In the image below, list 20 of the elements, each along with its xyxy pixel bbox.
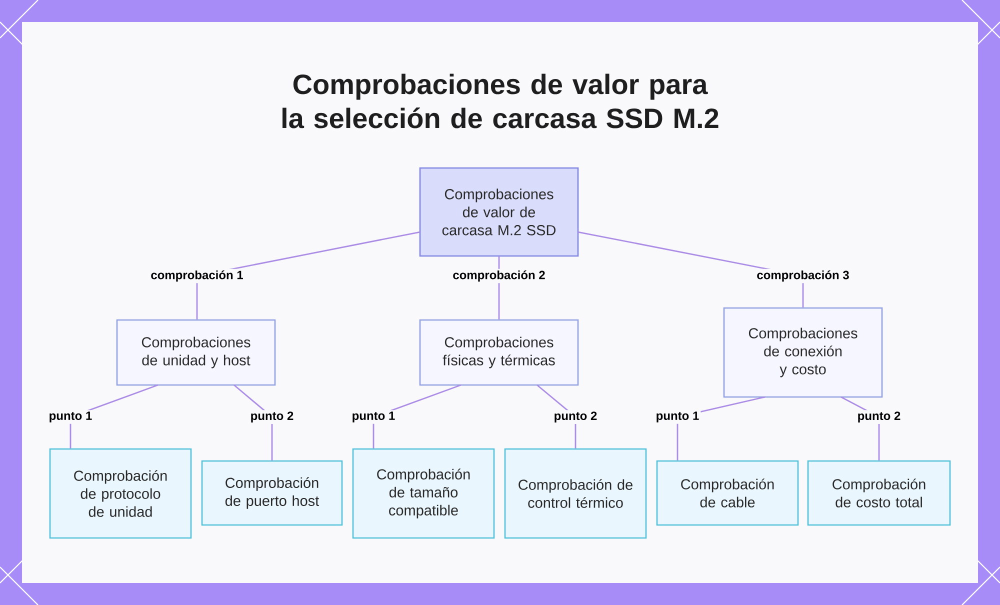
edge-label: comprobación 2 — [451, 268, 547, 284]
edge-label: comprobación 3 — [755, 268, 851, 284]
edge-label: punto 1 — [350, 410, 397, 424]
check-box: Comprobación de tamaño compatible — [352, 448, 495, 539]
edge-label: punto 2 — [856, 410, 902, 424]
edge-label: comprobación 1 — [149, 268, 245, 284]
check-box: Comprobación de control térmico — [504, 448, 647, 539]
category-box: Comprobaciones de conexión y costo — [723, 307, 883, 398]
check-box: Comprobación de protocolo de unidad — [49, 448, 192, 539]
edge-label: punto 2 — [248, 410, 296, 424]
check-box: Comprobación de puerto host — [201, 460, 343, 526]
edge-label: punto 2 — [552, 410, 599, 424]
category-box: Comprobaciones de unidad y host — [116, 319, 276, 386]
edge-label: punto 1 — [47, 410, 94, 424]
check-box: Comprobación de costo total — [807, 460, 951, 526]
category-box: Comprobaciones físicas y térmicas — [419, 319, 579, 386]
check-box: Comprobación de cable — [656, 460, 799, 526]
edge-label: punto 1 — [654, 410, 701, 424]
root-box: Comprobaciones de valor de carcasa M.2 SSD — [419, 167, 579, 257]
title: Comprobaciones de valor para la selección de carcasa SSD M.2 — [282, 74, 718, 128]
